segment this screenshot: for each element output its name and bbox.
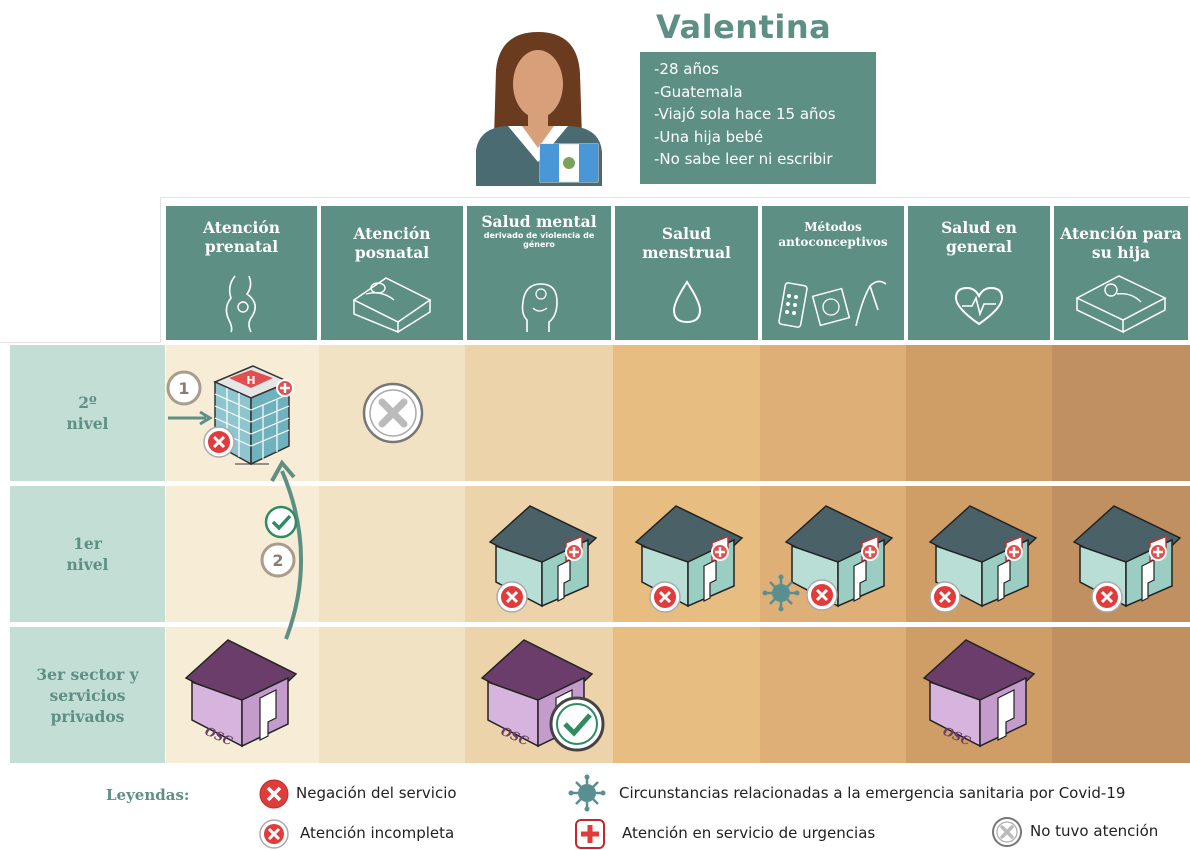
legend-denied-icon bbox=[259, 779, 289, 809]
grid-cell bbox=[319, 486, 465, 622]
header-frame-left bbox=[160, 197, 161, 343]
incomplete-care-icon bbox=[929, 581, 961, 613]
step-number: 2 bbox=[272, 551, 283, 570]
guatemala-flag-icon bbox=[539, 143, 599, 183]
woman-portrait-icon bbox=[476, 32, 602, 186]
incomplete-care-icon bbox=[806, 579, 838, 611]
header-frame-bottom bbox=[0, 342, 160, 343]
column-title: Salud en general bbox=[941, 218, 1017, 256]
persona-country: -Guatemala bbox=[654, 82, 743, 101]
legend-covid-icon bbox=[568, 774, 606, 812]
grid-cell bbox=[1052, 627, 1190, 763]
head-icon bbox=[521, 283, 558, 332]
legend-covid-label: Circunstancias relacionadas a la emergen… bbox=[619, 784, 1126, 802]
grid-cell bbox=[1052, 345, 1190, 481]
grid-cell bbox=[760, 345, 906, 481]
health-center-icon bbox=[634, 505, 744, 608]
legend-incomplete-icon bbox=[259, 819, 289, 849]
column-title: Salud mental bbox=[481, 212, 597, 231]
osc-house-icon: OSC bbox=[922, 639, 1036, 748]
legend-no-care-icon bbox=[992, 817, 1022, 847]
drop-icon bbox=[672, 280, 701, 324]
persona-name: Valentina bbox=[656, 8, 832, 46]
legend-incomplete-label: Atención incompleta bbox=[300, 824, 455, 842]
header-frame bbox=[160, 197, 1190, 198]
step-1-badge: 1 bbox=[166, 370, 202, 406]
incomplete-care-icon bbox=[649, 581, 681, 613]
column-header-daughter-care: Atención para su hija bbox=[1052, 204, 1190, 342]
row-label-line: servicios bbox=[49, 685, 126, 705]
contraceptives-icon bbox=[778, 280, 887, 328]
arrow-right-icon bbox=[168, 410, 213, 426]
column-header-postnatal: Atención posnatal bbox=[319, 204, 465, 342]
hospital-label: H bbox=[246, 374, 255, 387]
legend-no-care-label: No tuvo atención bbox=[1030, 822, 1159, 840]
heart-icon bbox=[954, 286, 1004, 326]
column-title: Atención prenatal bbox=[203, 218, 280, 256]
step-number: 1 bbox=[178, 379, 189, 398]
row-label-line: 2º bbox=[78, 393, 97, 412]
step-2-badge: 2 bbox=[260, 542, 296, 578]
health-center-icon bbox=[1072, 505, 1182, 608]
check-icon bbox=[264, 505, 298, 539]
bed-icon bbox=[352, 277, 432, 334]
grid-cell bbox=[465, 345, 613, 481]
persona-age: -28 años bbox=[654, 60, 719, 78]
health-center-icon bbox=[928, 505, 1038, 608]
persona-child: -Una hija bebé bbox=[654, 127, 764, 146]
covid-virus-icon bbox=[762, 574, 800, 612]
persona-travel: -Viajó sola hace 15 años bbox=[654, 105, 836, 123]
grid-cell bbox=[613, 345, 760, 481]
column-title: Salud menstrual bbox=[642, 224, 731, 262]
column-header-contraceptives: Métodos antoconceptivos bbox=[760, 204, 906, 342]
column-title: Atención para su hija bbox=[1060, 224, 1182, 262]
column-header-prenatal: Atención prenatal bbox=[164, 204, 319, 342]
grid-cell bbox=[760, 627, 906, 763]
hospital-icon: H bbox=[213, 365, 294, 466]
legend-denied-label: Negación del servicio bbox=[296, 784, 457, 802]
legend-title: Leyendas: bbox=[106, 786, 190, 804]
osc-house-icon: OSC bbox=[184, 639, 298, 748]
column-header-menstrual-health: Salud menstrual bbox=[613, 204, 760, 342]
incomplete-care-icon bbox=[1091, 581, 1123, 613]
row-label-line: 3er sector y bbox=[36, 664, 139, 684]
row-label-first-level: 1er nivel bbox=[10, 486, 165, 622]
incomplete-care-icon bbox=[203, 426, 235, 458]
column-title: Métodos antoconceptivos bbox=[778, 220, 888, 249]
column-header-mental-health: Salud mental derivado de violencia de gé… bbox=[465, 204, 613, 342]
grid-cell bbox=[319, 627, 465, 763]
referral-arrow-icon bbox=[270, 459, 303, 640]
pregnant-icon bbox=[225, 275, 256, 333]
grid-cell bbox=[906, 345, 1052, 481]
no-care-icon bbox=[362, 382, 424, 444]
baby-bed-icon bbox=[1075, 275, 1167, 334]
health-center-icon bbox=[488, 505, 598, 608]
persona-literacy: -No sabe leer ni escribir bbox=[654, 150, 833, 168]
row-label-line: nivel bbox=[66, 555, 109, 574]
column-header-general-health: Salud en general bbox=[906, 204, 1052, 342]
column-subtitle: derivado de violencia de género bbox=[483, 231, 595, 249]
row-label-line: privados bbox=[50, 706, 125, 726]
row-label-line: nivel bbox=[66, 414, 109, 433]
legend-emergency-icon bbox=[575, 819, 605, 849]
legend-emergency-label: Atención en servicio de urgencias bbox=[622, 824, 876, 842]
row-label-line: 1er bbox=[73, 534, 102, 553]
grid-cell bbox=[613, 627, 760, 763]
incomplete-care-icon bbox=[496, 581, 528, 613]
service-ok-icon bbox=[549, 696, 605, 752]
row-label-second-level: 2º nivel bbox=[10, 345, 165, 481]
column-title: Atención posnatal bbox=[353, 224, 431, 262]
persona-details: -28 años -Guatemala -Viajó sola hace 15 … bbox=[640, 52, 876, 184]
